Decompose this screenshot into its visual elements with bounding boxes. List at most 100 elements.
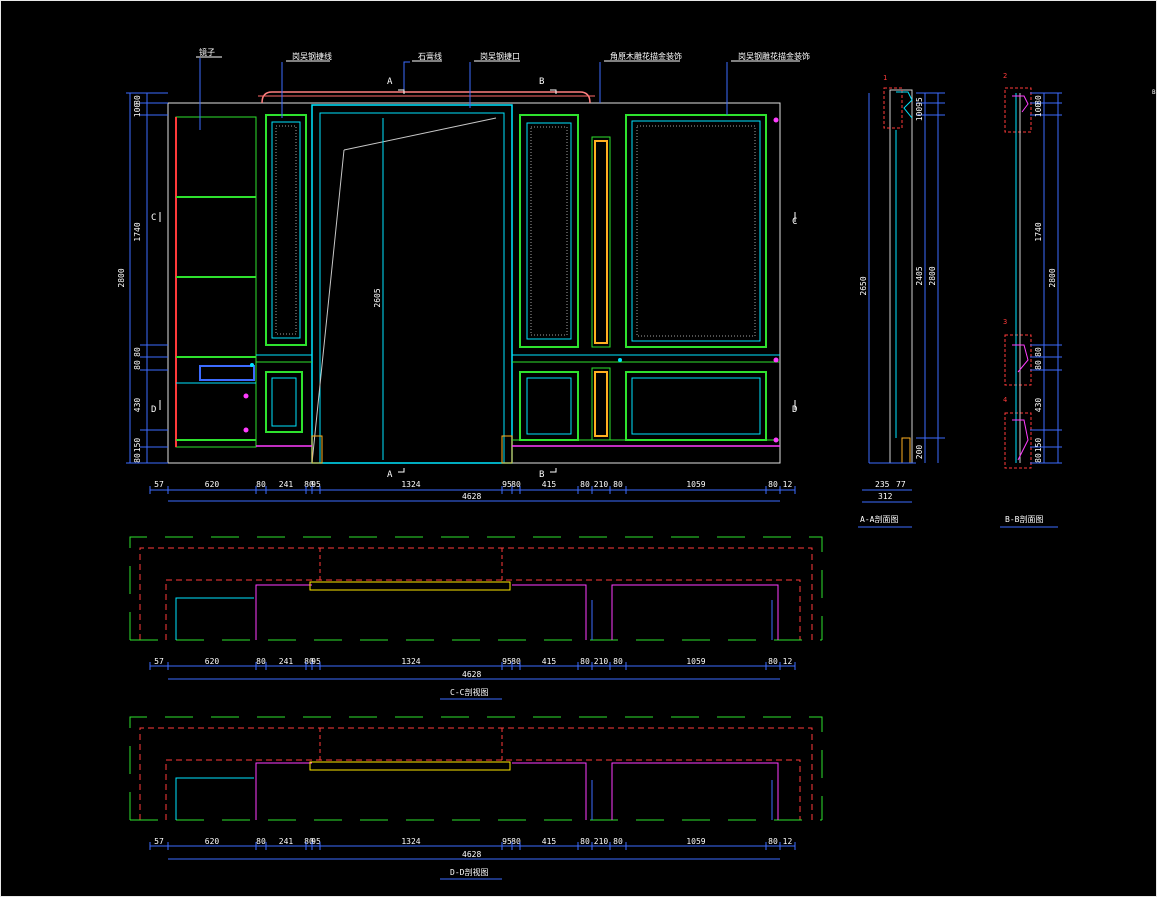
dimension-label: 80 [768, 480, 778, 489]
section-bb-dim-80-a: 80 [1034, 347, 1043, 357]
dim-left-100: 100 [133, 103, 142, 118]
dim-left-1740: 1740 [133, 222, 142, 241]
section-bb-dim-100: 100 [1034, 103, 1043, 118]
section-mark-a-top: A [387, 77, 393, 87]
dimension-label: 80 [511, 837, 521, 846]
dimension-label: 1324 [401, 480, 420, 489]
section-bb-dim-150: 150 [1034, 438, 1043, 453]
section-bb-marker-2: 2 [1003, 72, 1007, 80]
section-bb-dim-2800: 2800 [1048, 268, 1057, 287]
dimension-label: 415 [542, 657, 557, 666]
dimension-label: 80 [613, 480, 623, 489]
cut-label-c-left: C [151, 213, 156, 223]
dimension-label: 12 [783, 657, 793, 666]
dimension-label: 1059 [686, 837, 705, 846]
section-bb-marker-4: 4 [1003, 396, 1007, 404]
plan-d-d [129, 716, 823, 880]
dimension-label: 80 [580, 480, 590, 489]
left-wall-panel [265, 114, 307, 433]
corner-mark: B [1152, 89, 1156, 96]
shelf-cabinet [175, 116, 257, 448]
section-aa-dim-200: 200 [915, 445, 924, 460]
dimension-label: 57 [154, 657, 164, 666]
leader-label-line: 岗吴钢捷线 [292, 51, 332, 61]
front-elevation [126, 56, 800, 502]
leader-label-mirror: 镜子 [199, 47, 215, 57]
section-aa-dim-95: 95 [915, 97, 924, 107]
section-mark-b-bottom: B [539, 470, 544, 480]
dimension-label: 57 [154, 837, 164, 846]
plan-c-c [129, 536, 823, 700]
cut-label-d-right: D [792, 405, 797, 415]
dimension-label: 1059 [686, 657, 705, 666]
section-aa-dim-77: 77 [896, 480, 906, 489]
right-wall-panels [256, 114, 780, 447]
section-aa-overall: 312 [878, 492, 893, 501]
dimension-label: 1324 [401, 837, 420, 846]
dim-left-80-b: 80 [133, 360, 142, 370]
dimension-label: 80 [768, 657, 778, 666]
leader-label-wood-carving: 角原木雕花描金装饰 [610, 51, 682, 61]
dimension-label: 80 [304, 837, 314, 846]
leader-label-gypsum: 石膏线 [418, 51, 442, 61]
dimension-label: 241 [279, 837, 294, 846]
section-aa-dim-100: 100 [915, 107, 924, 122]
plan-dd-title: D-D剖视图 [450, 867, 488, 877]
section-bb-marker-3: 3 [1003, 318, 1007, 326]
plan-cc-title: C-C剖视图 [450, 687, 488, 697]
section-aa-dim-2405: 2405 [915, 266, 924, 285]
dimension-label: 620 [205, 837, 220, 846]
bottom-dimension-lines [150, 489, 795, 502]
dimension-label: 12 [783, 480, 793, 489]
dimension-label: 80 [511, 657, 521, 666]
dimension-label: 95 [502, 657, 512, 666]
dimension-label: 620 [205, 480, 220, 489]
dimension-label: 1059 [686, 480, 705, 489]
dimension-label: 80 [768, 837, 778, 846]
cut-label-d-left: D [151, 405, 156, 415]
dimension-label: 80 [613, 657, 623, 666]
leader-label-opening: 岗吴钢捷口 [480, 51, 520, 61]
leader-label-steel-carving: 岗吴钢雕花描金装饰 [738, 51, 810, 61]
dimension-label: 415 [542, 837, 557, 846]
dimension-label: 241 [279, 657, 294, 666]
dimension-label: 95 [311, 480, 321, 489]
section-mark-b-top: B [539, 77, 544, 87]
section-bb-dim-430: 430 [1034, 398, 1043, 413]
dim-left-overall-2800: 2800 [117, 268, 126, 287]
left-dimension-lines [126, 92, 168, 464]
overall-width-plan-cc: 4628 [462, 670, 481, 679]
dimension-label: 80 [304, 657, 314, 666]
section-b-b [1000, 87, 1062, 528]
dimension-label: 210 [594, 657, 609, 666]
dimension-label: 415 [542, 480, 557, 489]
dim-left-80-top: 80 [133, 95, 142, 105]
section-aa-dim-235: 235 [875, 480, 890, 489]
dimension-label: 620 [205, 657, 220, 666]
dimension-label: 80 [256, 480, 266, 489]
dim-left-150: 150 [133, 438, 142, 453]
dimension-label: 80 [256, 657, 266, 666]
dimension-label: 95 [502, 480, 512, 489]
dimension-label: 80 [580, 657, 590, 666]
section-bb-dim-1740: 1740 [1034, 222, 1043, 241]
cut-label-c-right: C [792, 217, 797, 227]
dimension-label: 80 [256, 837, 266, 846]
dimension-label: 80 [580, 837, 590, 846]
section-bb-dim-80-bottom: 80 [1034, 453, 1043, 463]
section-aa-dim-2650: 2650 [859, 276, 868, 295]
dimension-label: 80 [613, 837, 623, 846]
dimension-label: 57 [154, 480, 164, 489]
section-bb-dim-80-b: 80 [1034, 360, 1043, 370]
section-aa-marker: 1 [883, 74, 887, 82]
dim-left-430: 430 [133, 398, 142, 413]
section-a-a [858, 87, 945, 528]
dimension-label: 95 [311, 837, 321, 846]
section-bb-title: B-B剖面图 [1005, 514, 1043, 524]
dim-door-2605: 2605 [373, 288, 382, 307]
dimension-label: 95 [311, 657, 321, 666]
door-opening [311, 104, 513, 464]
dimension-label: 210 [594, 480, 609, 489]
